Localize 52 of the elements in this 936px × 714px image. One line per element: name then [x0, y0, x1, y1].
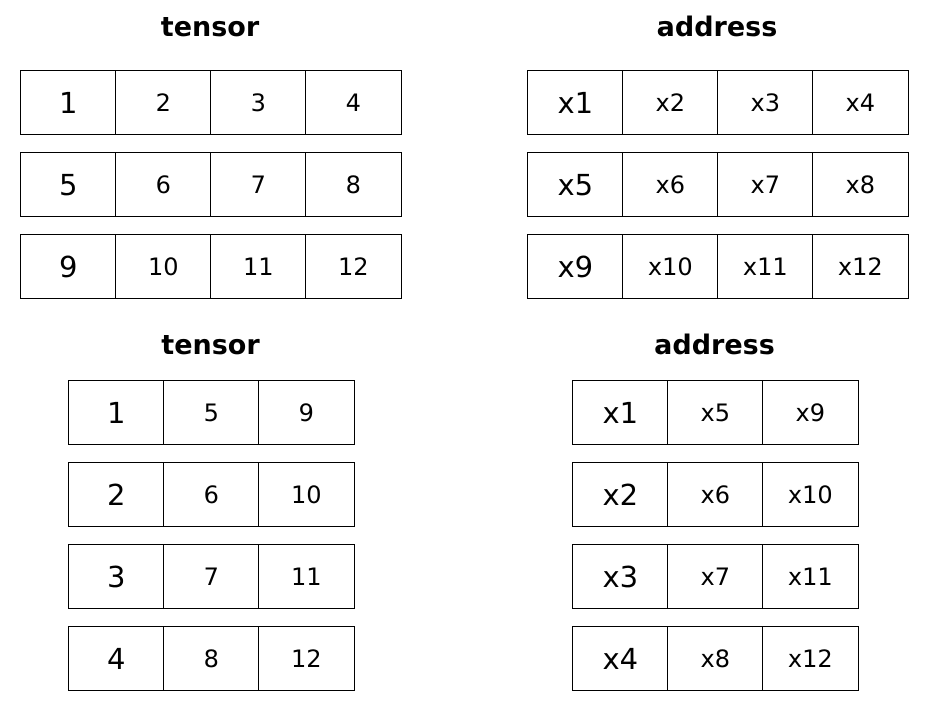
- table-cell: x2: [572, 462, 668, 527]
- table-cell: x9: [762, 380, 858, 445]
- table-cell: 4: [305, 70, 402, 135]
- table-cell: 11: [258, 544, 354, 609]
- table-title: tensor: [160, 330, 261, 361]
- table-cell: 7: [163, 544, 260, 609]
- table-cell: x3: [717, 70, 814, 135]
- table-cell: 12: [305, 234, 402, 299]
- table-cell: x4: [812, 70, 908, 135]
- table-cell: x6: [622, 152, 718, 217]
- table-cell: 3: [210, 70, 306, 135]
- table-cell: x4: [572, 626, 668, 691]
- table-cell: 8: [163, 626, 260, 691]
- table-cell: 6: [115, 152, 212, 217]
- table-cell: 1: [68, 380, 164, 445]
- table-cell: 5: [20, 152, 116, 217]
- table-cell: 12: [258, 626, 354, 691]
- table-cell: 4: [68, 626, 164, 691]
- table-cell: 9: [20, 234, 116, 299]
- table-cell: 1: [20, 70, 116, 135]
- table-cell: x9: [527, 234, 624, 299]
- table-cell: x10: [622, 234, 718, 299]
- table-cell: x1: [527, 70, 624, 135]
- table-cell: x7: [717, 152, 814, 217]
- table-title: address: [656, 12, 778, 43]
- table-cell: x8: [812, 152, 908, 217]
- table-cell: 9: [258, 380, 354, 445]
- table-cell: x11: [762, 544, 858, 609]
- table-cell: x6: [667, 462, 764, 527]
- table-cell: 3: [68, 544, 164, 609]
- table-cell: x10: [762, 462, 858, 527]
- table-cell: 10: [115, 234, 212, 299]
- table-cell: x2: [622, 70, 718, 135]
- table-cell: x12: [812, 234, 908, 299]
- table-cell: x12: [762, 626, 858, 691]
- table-title: address: [653, 330, 776, 361]
- table-cell: 10: [258, 462, 354, 527]
- table-cell: 8: [305, 152, 402, 217]
- table-title: tensor: [160, 12, 260, 43]
- table-cell: 2: [115, 70, 212, 135]
- table-cell: 5: [163, 380, 260, 445]
- table-cell: 7: [210, 152, 306, 217]
- table-cell: x1: [572, 380, 668, 445]
- table-cell: x5: [667, 380, 764, 445]
- table-cell: x8: [667, 626, 764, 691]
- table-cell: x5: [527, 152, 624, 217]
- table-cell: 11: [210, 234, 306, 299]
- table-cell: x11: [717, 234, 814, 299]
- table-cell: x3: [572, 544, 668, 609]
- table-cell: 2: [68, 462, 164, 527]
- table-cell: x7: [667, 544, 764, 609]
- table-cell: 6: [163, 462, 260, 527]
